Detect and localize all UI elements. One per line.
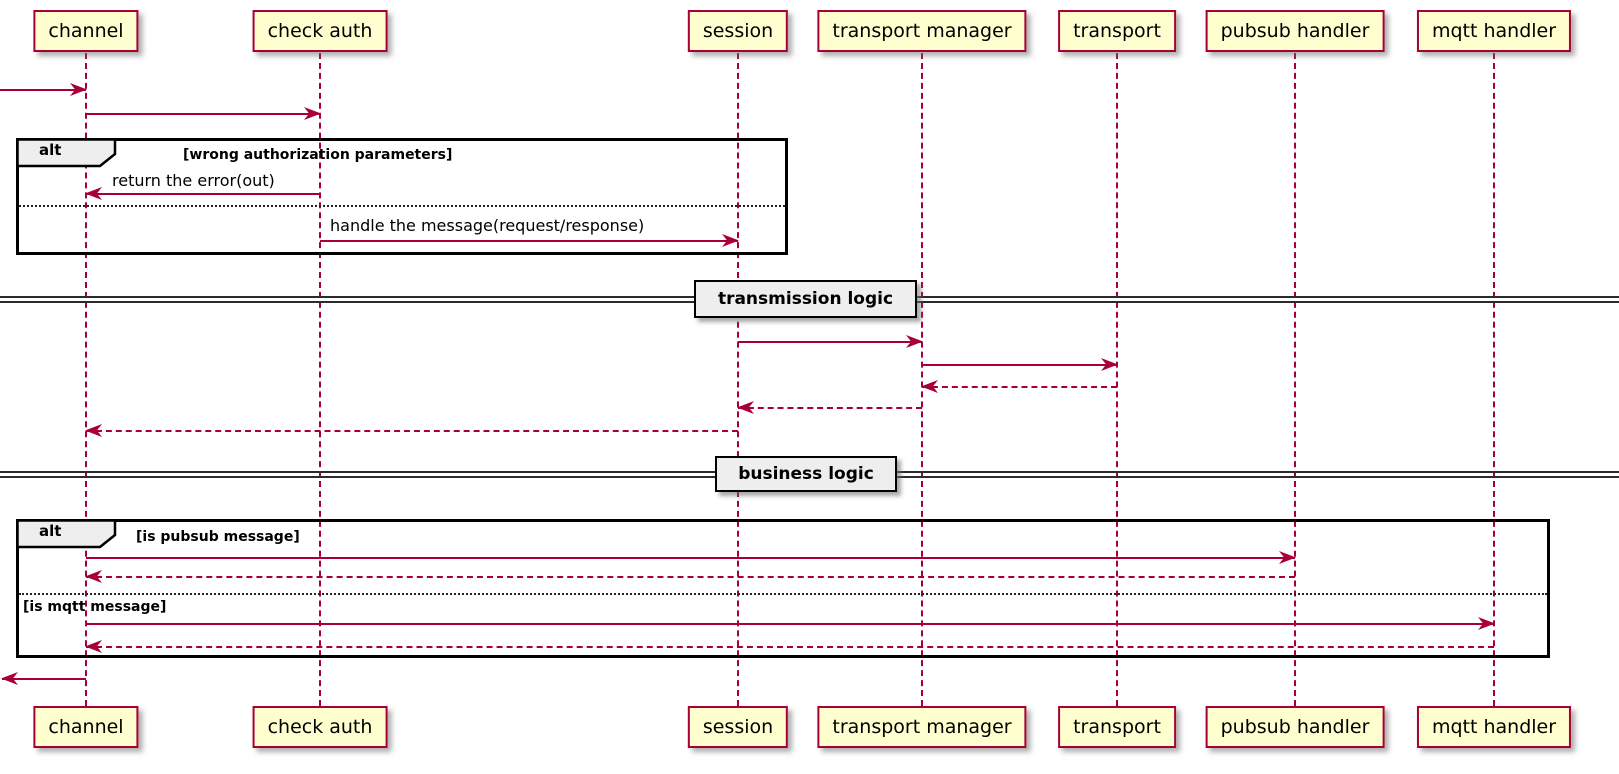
message-arrow-channel-to-out xyxy=(1,672,86,685)
pentagon-shape-icon xyxy=(16,519,117,549)
alt-operator-pentagon: alt xyxy=(16,519,117,549)
message-arrow-session-to-transport-manager xyxy=(738,335,923,348)
lifeline-channel xyxy=(85,53,87,706)
lifeline-pubsub-handler xyxy=(1294,53,1296,706)
alt-operator-pentagon: alt xyxy=(16,138,117,168)
participant-bottom-transport: transport xyxy=(1058,706,1176,748)
participant-bottom-session: session xyxy=(687,706,789,748)
arrowhead-icon xyxy=(921,380,938,393)
return-arrow-transport-manager-to-session xyxy=(737,401,922,414)
participant-bottom-pubsub-handler: pubsub handler xyxy=(1205,706,1385,748)
pentagon-shape-icon xyxy=(16,138,117,168)
lifeline-transport-manager xyxy=(921,53,923,706)
participant-top-pubsub-handler: pubsub handler xyxy=(1205,10,1385,52)
message-arrow-channel-to-check-auth xyxy=(86,107,321,120)
message-arrow-transport-manager-to-transport xyxy=(922,358,1118,371)
lifeline-session xyxy=(737,53,739,706)
alt-else-separator xyxy=(19,205,785,207)
arrowhead-icon xyxy=(1,672,18,685)
alt-frame-message-type: alt [is pubsub message] [is mqtt message… xyxy=(16,519,1550,658)
guard-wrong-authorization: [wrong authorization parameters] xyxy=(183,147,453,163)
arrowhead-icon xyxy=(737,401,754,414)
message-arrow-in-to-channel xyxy=(0,83,87,96)
divider-label-business: business logic xyxy=(715,456,897,492)
alt-frame-authorization: alt [wrong authorization parameters] xyxy=(16,138,788,255)
alt-operator-label: alt xyxy=(39,141,62,159)
participant-bottom-channel: channel xyxy=(33,706,139,748)
divider-label-transmission: transmission logic xyxy=(694,280,917,318)
participant-bottom-mqtt-handler: mqtt handler xyxy=(1416,706,1572,748)
message-label-handle-message: handle the message(request/response) xyxy=(330,216,645,235)
return-arrow-transport-to-transport-manager xyxy=(921,380,1117,393)
participant-top-transport: transport xyxy=(1058,10,1176,52)
alt-else-separator xyxy=(19,593,1547,595)
arrowhead-icon xyxy=(85,424,102,437)
participant-top-mqtt-handler: mqtt handler xyxy=(1416,10,1572,52)
guard-is-mqtt-message: [is mqtt message] xyxy=(23,599,167,615)
participant-top-channel: channel xyxy=(33,10,139,52)
participant-top-session: session xyxy=(687,10,789,52)
return-arrow-session-to-channel xyxy=(85,424,738,437)
participant-bottom-check-auth: check auth xyxy=(252,706,388,748)
lifeline-check-auth xyxy=(319,53,321,706)
participant-top-check-auth: check auth xyxy=(252,10,388,52)
message-label-return-error: return the error(out) xyxy=(112,171,275,190)
guard-is-pubsub-message: [is pubsub message] xyxy=(136,529,300,545)
participant-top-transport-manager: transport manager xyxy=(817,10,1027,52)
alt-operator-label: alt xyxy=(39,522,62,540)
participant-bottom-transport-manager: transport manager xyxy=(817,706,1027,748)
lifeline-mqtt-handler xyxy=(1493,53,1495,706)
lifeline-transport xyxy=(1116,53,1118,706)
